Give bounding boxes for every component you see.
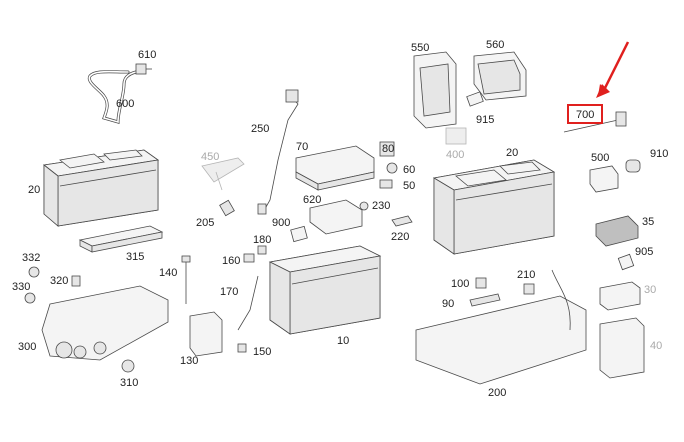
label-50: 50	[403, 180, 415, 192]
label-70: 70	[296, 141, 308, 153]
part-905-connector[interactable]	[617, 253, 635, 271]
part-620-terminal-box[interactable]	[309, 199, 363, 235]
label-330: 330	[12, 281, 30, 293]
label-400: 400	[446, 149, 464, 161]
part-150-cap[interactable]	[237, 343, 247, 353]
label-320: 320	[50, 275, 68, 287]
label-210: 210	[517, 269, 535, 281]
part-60-nut[interactable]	[386, 162, 398, 174]
part-220-bracket[interactable]	[391, 215, 413, 227]
label-332: 332	[22, 252, 40, 264]
part-160-pin[interactable]	[243, 253, 255, 263]
part-50-terminal[interactable]	[379, 179, 393, 189]
label-250: 250	[251, 123, 269, 135]
part-210-nut[interactable]	[523, 283, 535, 295]
part-230-screw[interactable]	[359, 201, 369, 211]
label-140: 140	[159, 267, 177, 279]
part-330-screw[interactable]	[24, 292, 36, 304]
label-560: 560	[486, 39, 504, 51]
part-90-bracket[interactable]	[469, 293, 501, 307]
part-600-cable[interactable]	[87, 70, 138, 124]
part-315-battery-tray[interactable]	[78, 225, 164, 253]
part-170-hose[interactable]	[237, 275, 259, 331]
part-10-battery[interactable]	[268, 245, 382, 335]
label-100: 100	[451, 278, 469, 290]
label-205: 205	[196, 217, 214, 229]
label-310: 310	[120, 377, 138, 389]
part-300-battery-carrier[interactable]	[41, 285, 169, 361]
part-140-bolt[interactable]	[181, 255, 191, 304]
part-80-clamp[interactable]	[379, 141, 395, 157]
part-130-holder[interactable]	[189, 311, 223, 357]
part-915-connector[interactable]	[466, 91, 484, 107]
label-905: 905	[635, 246, 653, 258]
label-20-left: 20	[28, 184, 40, 196]
label-700: 700	[576, 109, 594, 121]
highlight-box-700	[567, 104, 603, 124]
part-250-cable[interactable]	[257, 89, 299, 215]
label-20-right: 20	[506, 147, 518, 159]
part-205-bolt[interactable]	[219, 199, 235, 217]
label-610: 610	[138, 49, 156, 61]
highlight-arrow	[596, 41, 630, 98]
label-600: 600	[116, 98, 134, 110]
part-20-battery-right[interactable]	[432, 159, 556, 255]
part-700-cable[interactable]	[563, 111, 627, 133]
label-230: 230	[372, 200, 390, 212]
label-220: 220	[391, 231, 409, 243]
part-100-bolt[interactable]	[475, 277, 487, 289]
part-400-fuse[interactable]	[445, 127, 467, 145]
part-35-cover[interactable]	[595, 215, 639, 247]
label-180: 180	[253, 234, 271, 246]
label-200: 200	[488, 387, 506, 399]
part-20-battery-left[interactable]	[43, 149, 160, 227]
part-332-nut[interactable]	[28, 266, 40, 278]
part-310-nut[interactable]	[121, 359, 135, 373]
part-40-module[interactable]	[599, 317, 645, 379]
part-200-battery-support[interactable]	[415, 269, 587, 385]
label-90: 90	[442, 298, 454, 310]
label-315: 315	[126, 251, 144, 263]
label-80: 80	[382, 143, 394, 155]
label-915: 915	[476, 114, 494, 126]
label-500: 500	[591, 152, 609, 164]
part-500-relay[interactable]	[589, 165, 619, 193]
label-550: 550	[411, 42, 429, 54]
label-150: 150	[253, 346, 271, 358]
part-450-bracket[interactable]	[201, 157, 245, 191]
label-35: 35	[642, 216, 654, 228]
part-70-cover[interactable]	[295, 145, 375, 191]
label-170: 170	[220, 286, 238, 298]
label-910: 910	[650, 148, 668, 160]
part-910-grommet[interactable]	[625, 159, 641, 173]
part-560-control-unit[interactable]	[473, 51, 527, 101]
part-30-aux-battery[interactable]	[599, 281, 641, 311]
label-130: 130	[180, 355, 198, 367]
label-900: 900	[272, 217, 290, 229]
label-450: 450	[201, 151, 219, 163]
label-160: 160	[222, 255, 240, 267]
part-900-connector[interactable]	[290, 225, 308, 243]
part-180-cap[interactable]	[257, 245, 267, 255]
label-60: 60	[403, 164, 415, 176]
part-320-bolt[interactable]	[71, 275, 81, 287]
label-30: 30	[644, 284, 656, 296]
label-620: 620	[303, 194, 321, 206]
part-550-relay-module[interactable]	[413, 51, 457, 129]
label-300: 300	[18, 341, 36, 353]
label-40: 40	[650, 340, 662, 352]
label-10: 10	[337, 335, 349, 347]
part-610-clip[interactable]	[135, 63, 152, 75]
